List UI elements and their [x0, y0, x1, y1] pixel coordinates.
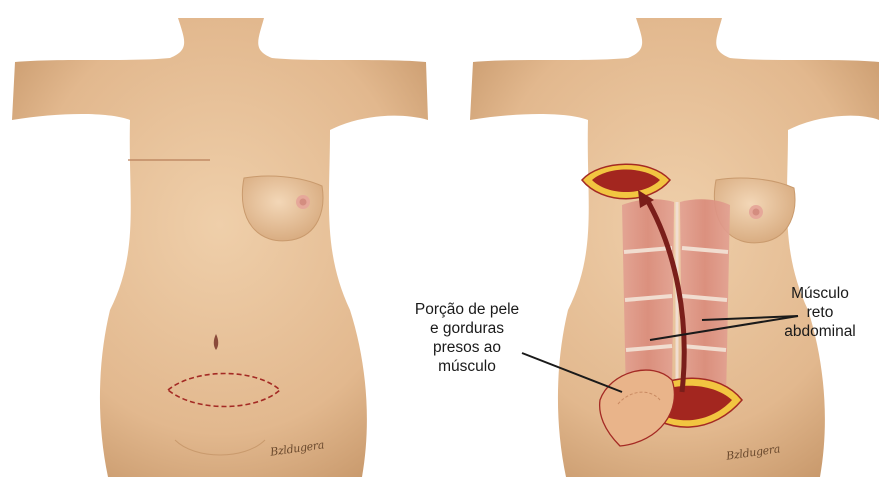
skin-fat-flap-label: Porção de pele e gorduras presos ao músc…: [398, 300, 536, 376]
torso-after: [470, 18, 879, 477]
torso-before-body: [12, 18, 428, 477]
muscle-label-line-3: abdominal: [770, 322, 870, 341]
skin-fat-label-line-1: Porção de pele: [398, 300, 536, 319]
muscle-label-line-1: Músculo: [770, 284, 870, 303]
skin-fat-label-line-2: e gorduras: [398, 319, 536, 338]
skin-fat-label-line-3: presos ao: [398, 338, 536, 357]
muscle-label-line-2: reto: [770, 303, 870, 322]
torso-before: [12, 18, 428, 477]
skin-fat-label-line-4: músculo: [398, 357, 536, 376]
rectus-muscle-label: Músculo reto abdominal: [770, 284, 870, 341]
